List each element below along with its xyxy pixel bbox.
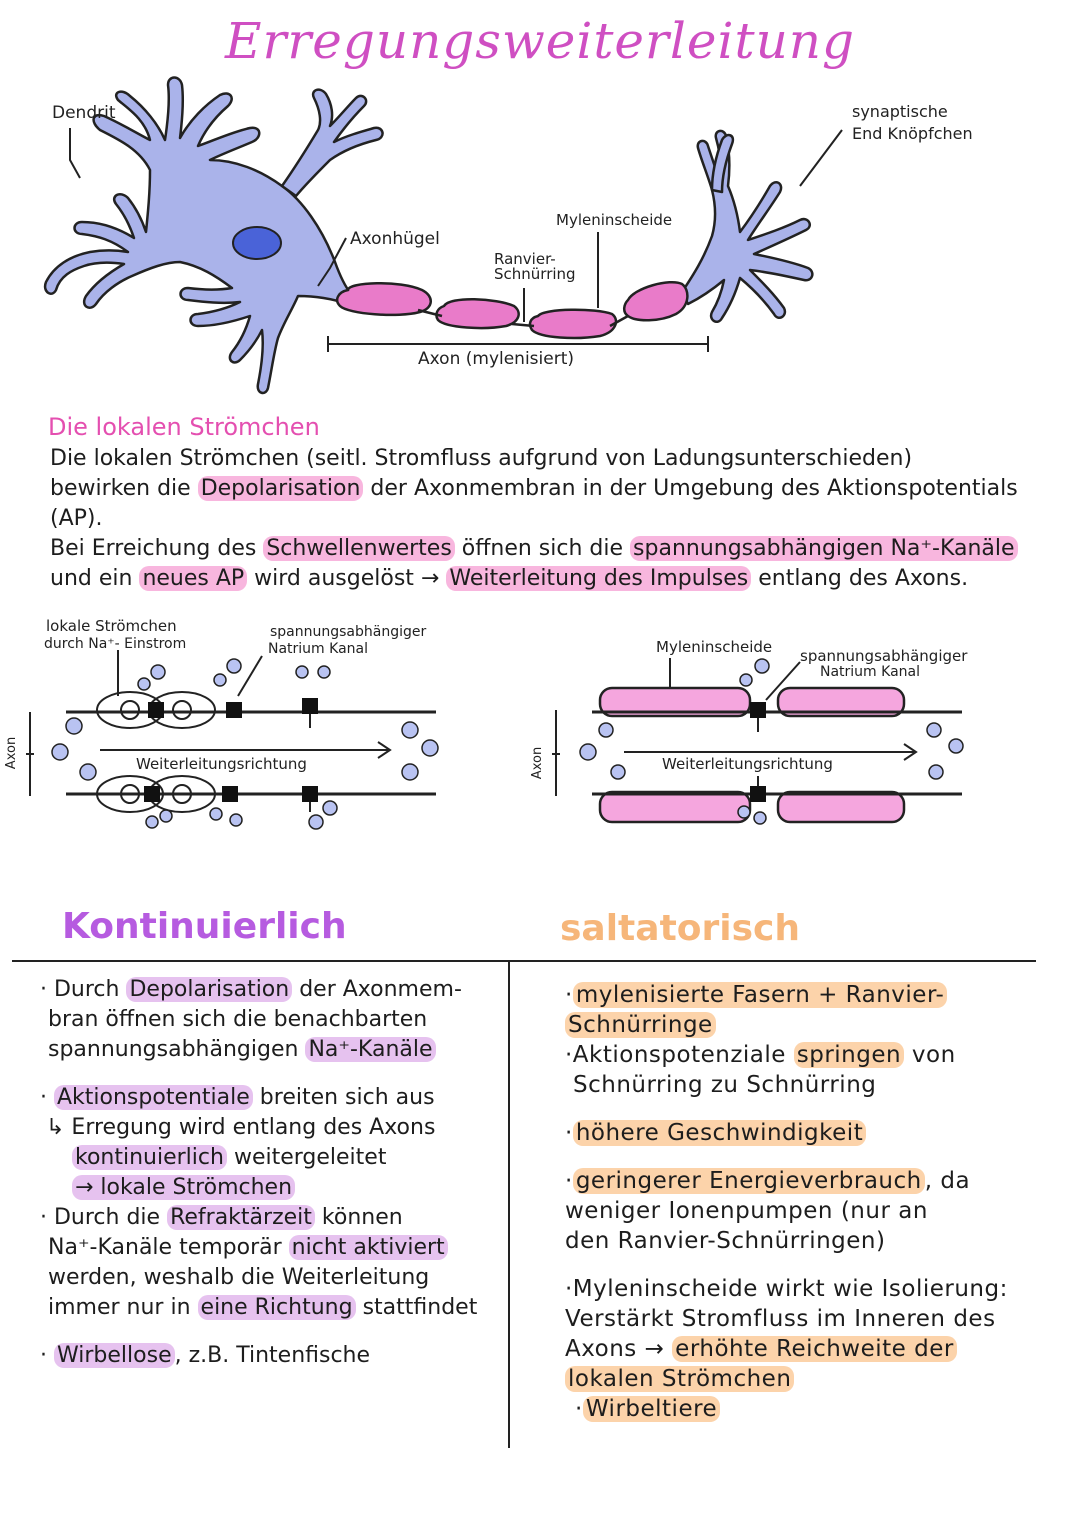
heading-kontinuierlich: Kontinuierlich: [62, 906, 347, 947]
left-item: → lokale Strömchen: [40, 1173, 490, 1203]
page-title: Erregungsweiterleitung: [224, 12, 855, 70]
table-horizontal-divider: [12, 960, 1036, 962]
left-item: · Aktionspotentiale breiten sich aus: [40, 1085, 435, 1110]
label-axonhuegel: Axonhügel: [350, 229, 440, 249]
myelin-segment: [623, 280, 689, 322]
left-item: · Durch die Refraktärzeit können: [40, 1205, 403, 1230]
left-column: · Durch Depolarisation der Axonmem- bran…: [40, 975, 490, 1371]
right-kanal-label-1: spannungsabhängiger: [800, 647, 968, 665]
left-item: bran öffnen sich die benachbarten: [48, 1007, 428, 1032]
section-paragraph: Die lokalen Strömchen (seitl. Stromfluss…: [50, 444, 1060, 594]
para-line-1: Die lokalen Strömchen (seitl. Stromfluss…: [50, 446, 913, 471]
label-endknoepfchen-2: End Knöpfchen: [852, 124, 973, 143]
myelin-segment: [528, 308, 618, 340]
right-item: Schnürring zu Schnürring: [573, 1072, 877, 1098]
para-line-4: und ein neues AP wird ausgelöst → Weiter…: [50, 566, 969, 591]
right-item: weniger Ionenpumpen (nur an: [565, 1198, 928, 1224]
right-item: lokalen Strömchen: [565, 1364, 1065, 1394]
left-axon-label: Axon: [4, 736, 20, 770]
label-myelinscheide: Myleninscheide: [556, 211, 673, 229]
left-item: spannungsabhängigen Na⁺-Kanäle: [40, 1035, 490, 1065]
right-item: Verstärkt Stromfluss im Inneren des: [565, 1306, 996, 1332]
right-item: ·Myleninscheide wirkt wie Isolierung:: [565, 1276, 1008, 1302]
myelin-block: [776, 686, 906, 718]
heading-saltatorisch: saltatorisch: [560, 908, 800, 949]
right-kanal-label-2: Natrium Kanal: [820, 664, 921, 680]
right-item: ·geringerer Energieverbrauch, da: [565, 1168, 971, 1194]
right-column: ·mylenisierte Fasern + Ranvier- Schnürri…: [565, 980, 1065, 1424]
left-item: · Durch Depolarisation der Axonmem-: [40, 977, 462, 1002]
saltatory-conduction-diagram: [552, 658, 964, 825]
left-kanal-label-2: Natrium Kanal: [268, 641, 369, 657]
left-strom-label-1: lokale Strömchen: [46, 617, 177, 635]
myelin-segment: [435, 298, 520, 330]
right-item: Axons → erhöhte Reichweite der: [565, 1334, 1065, 1364]
table-vertical-divider: [508, 962, 510, 1448]
para-line-2: bewirken die Depolarisation der Axonmemb…: [50, 476, 1018, 531]
nucleus: [232, 226, 282, 260]
section-heading: Die lokalen Strömchen: [48, 413, 320, 441]
label-ranvier-1: Ranvier-: [494, 250, 556, 268]
label-endknoepfchen-1: synaptische: [852, 102, 948, 121]
left-item: werden, weshalb die Weiterleitung: [48, 1265, 430, 1290]
neuron-soma: [43, 76, 352, 395]
right-item: ·Aktionspotenziale springen von: [565, 1042, 956, 1068]
para-line-3: Bei Erreichung des Schwellenwertes öffne…: [50, 534, 1060, 564]
label-dendrit: Dendrit: [52, 103, 116, 123]
right-item: ·mylenisierte Fasern + Ranvier-: [565, 980, 1065, 1010]
myelin-segment: [336, 282, 432, 317]
right-axon-label: Axon: [530, 746, 546, 780]
right-item: Schnürringe: [565, 1010, 1065, 1040]
left-kanal-label-1: spannungsabhängiger: [270, 624, 427, 640]
myelin-block: [598, 790, 752, 824]
right-myelin-label: Myleninscheide: [656, 638, 773, 656]
label-ranvier-2: Schnürring: [494, 265, 576, 283]
left-item: Na⁺-Kanäle temporär nicht aktiviert: [40, 1233, 490, 1263]
left-direction-label: Weiterleitungsrichtung: [136, 755, 307, 773]
continuous-conduction-diagram: [26, 650, 439, 830]
left-item: ↳ Erregung wird entlang des Axons: [46, 1115, 436, 1140]
right-item: ·höhere Geschwindigkeit: [565, 1118, 1065, 1148]
right-direction-label: Weiterleitungsrichtung: [662, 755, 833, 773]
neuron-diagram: [43, 76, 843, 395]
left-strom-label-2: durch Na⁺- Einstrom: [44, 636, 187, 652]
left-item: immer nur in eine Richtung stattfindet: [48, 1295, 478, 1320]
right-item: den Ranvier-Schnürringen): [565, 1228, 886, 1254]
left-item: kontinuierlich weitergeleitet: [40, 1143, 490, 1173]
left-item: · Wirbellose, z.B. Tintenfische: [40, 1343, 371, 1368]
myelin-block: [776, 790, 906, 824]
right-item: ·Wirbeltiere: [565, 1394, 1065, 1424]
label-axon: Axon (mylenisiert): [418, 349, 575, 369]
